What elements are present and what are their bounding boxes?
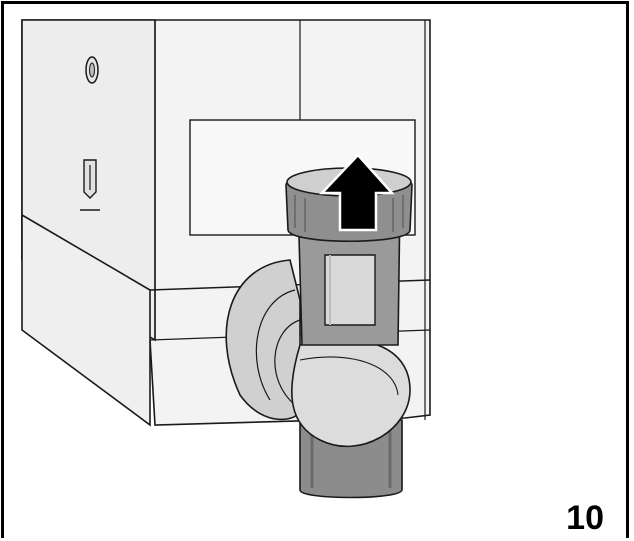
appliance-base [21, 213, 151, 427]
step-number: 10 [566, 499, 604, 537]
valve-window [324, 254, 376, 326]
up-arrow-icon [319, 153, 395, 232]
keyhole-icon [85, 56, 99, 84]
tap-housing [225, 259, 301, 421]
drip-tray-symbol-icon [80, 159, 100, 211]
